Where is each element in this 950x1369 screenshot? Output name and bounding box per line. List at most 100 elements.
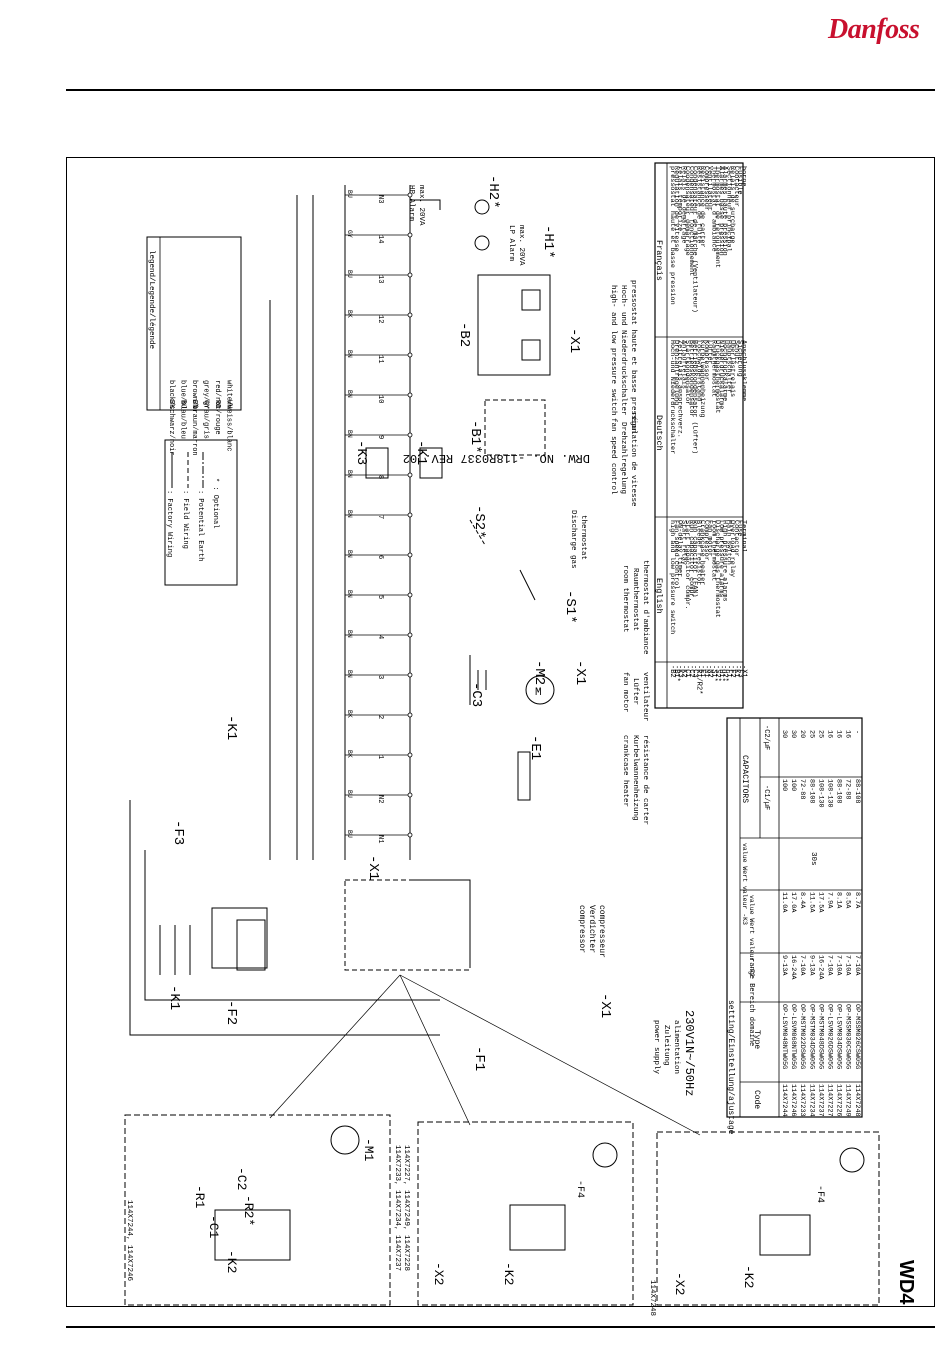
comp-header-french: Français (654, 240, 664, 281)
setting-range: 9-13A (780, 955, 788, 976)
comp-code: -E1 (698, 665, 706, 678)
setting-c1: 88-108 (853, 779, 861, 803)
comp-code: -X1 (739, 665, 747, 678)
variant-c-code: 114X7248 (648, 1280, 656, 1316)
terminal-wire-color: BK (346, 750, 353, 758)
legend-color-name: red/rot/rouge (213, 380, 221, 435)
designator-k1-aux: -K1 (223, 715, 239, 740)
variant-frame-a: 114X7244, 114X7246 -M1 -K2 -C1 -R1 -C2 -… (124, 1114, 391, 1306)
fan-speed-label-de: Drehzahlregelung (619, 422, 627, 494)
hp-lp-label-fr: pressostat haute et basse pression (629, 280, 637, 433)
setting-range: 7-10A (826, 955, 834, 976)
settings-title: setting/Einstellung/ajustage (726, 1000, 735, 1135)
comp-english: High pressure alarms (721, 520, 729, 602)
terminal-screw (407, 232, 413, 238)
terminal-wire-color: BN (346, 550, 353, 558)
drawing-frame (66, 157, 935, 1307)
setting-c2: 20 (798, 730, 806, 738)
comp-german: Schütz (732, 340, 740, 364)
designator-r1-a: -R1 (192, 1185, 207, 1209)
designator-c3: -C3 (468, 682, 484, 707)
compressor-label: compressor (577, 905, 586, 953)
terminal-wire-color: BU (346, 190, 353, 198)
terminal-label: 3 (376, 675, 384, 679)
hp-alarm-lamp (474, 199, 490, 215)
terminal-screw (407, 472, 413, 478)
comp-french: Compresseur (702, 166, 710, 211)
legend-color-code: BN (190, 400, 198, 408)
comp-german: Zeitrelais ansprechverz. (676, 340, 684, 438)
hp-alarm-rating: max. 20VA (417, 185, 425, 226)
pressure-switch-box (477, 274, 551, 376)
comp-german: Hoch-und Niederdruckschalter (668, 340, 676, 454)
setting-type: OP-MSTM034DSW05G (807, 1004, 815, 1069)
setting-c2: 30 (789, 730, 797, 738)
designator-k2-b: -K2 (501, 1262, 516, 1285)
comp-french: Condensateur de marche (Ventilateur) (691, 166, 699, 313)
variant-pointers (269, 974, 701, 1136)
room-thermostat-switch (519, 569, 536, 601)
comp-code: -M1 (702, 665, 710, 678)
terminal-wire-color: BK (346, 310, 353, 318)
terminal-label: 10 (376, 395, 384, 403)
setting-f2-value: 11.0A (780, 892, 788, 913)
setting-range: 7-10A (835, 955, 843, 976)
descriptive-labels: crankcase heater Kurbelwannenheizung rés… (407, 185, 680, 1075)
terminal-screw (407, 272, 413, 278)
comp-english: high and low pressure switch (668, 520, 676, 634)
designator-h1: -H1* (540, 225, 556, 259)
setting-c1: 100 (789, 779, 797, 791)
variant-a-code: 114X7244, 114X7246 (125, 1200, 133, 1282)
setting-c1: 100 (780, 779, 788, 791)
comp-english: Start relay (679, 520, 687, 565)
settings-k3-header: value Wert valeur -K3 (741, 843, 748, 925)
settings-type-header: Type (752, 1030, 761, 1049)
setting-range: 9-13A (807, 955, 815, 976)
lp-alarm-label: LP Alarm (507, 225, 515, 262)
terminal-screw (407, 672, 413, 678)
crankcase-label-en: crankcase heater (621, 735, 629, 807)
setting-code: 114X7248 (853, 1084, 861, 1117)
terminal-wire-color: GY (346, 230, 353, 238)
comp-code: -F1 (724, 665, 732, 678)
k3-value: 30s (809, 852, 817, 866)
setting-code: 114X7233 (798, 1084, 806, 1117)
comp-french: Condensateur fonctionnement (687, 166, 695, 276)
compressor-box: compressor Verdichter compresseur (344, 879, 606, 971)
comp-english: Contactor (732, 520, 740, 557)
comp-french: Contacteur (732, 166, 740, 207)
settings-code-header: Code (752, 1090, 761, 1109)
contactor-k1 (159, 907, 268, 975)
comp-german: Raumthermostat (709, 340, 717, 397)
terminal-screw (407, 752, 413, 758)
designator-m2: -M2 (531, 660, 547, 685)
compressor-label-de: Verdichter (587, 905, 596, 953)
legend-color-code: RD (213, 400, 221, 408)
setting-f2-value: 17.5A (816, 892, 824, 913)
designator-k2-c: -K2 (741, 1265, 756, 1288)
comp-english: Overload relay (728, 520, 736, 577)
comp-french: Alarmes basse pression (717, 166, 725, 256)
legend-color-name: grey/grau/gris (202, 380, 210, 439)
setting-code: 114X7227 (826, 1084, 834, 1117)
terminal-label: 5 (376, 595, 384, 599)
settings-table: setting/Einstellung/ajustage CAPACITORS … (726, 717, 863, 1135)
comp-german: Betriebskondensator (Lüfter) (691, 340, 699, 454)
supply-rating: 230V1N~/50Hz (682, 1010, 696, 1096)
terminal-screw (407, 432, 413, 438)
comp-english: Bleeder resistor (694, 520, 702, 585)
comp-english: Fuse (736, 520, 744, 536)
setting-f2-value: 17.0A (789, 892, 797, 913)
comp-code: -H1* (717, 665, 725, 682)
color-legend: legend/Legende/légende BKblack/schwarz/n… (146, 236, 242, 456)
setting-c2: 30 (780, 730, 788, 738)
lp-alarm-lamp (474, 235, 490, 251)
comp-french: Résistance de fuite (694, 166, 702, 244)
comp-english: Start capacitor compr. (683, 520, 691, 610)
comp-english: Low pressure alarms (717, 520, 725, 598)
comp-french: Fusible (736, 166, 744, 195)
supply-label-fr: alimentation (672, 1020, 680, 1074)
bus-wires (129, 195, 471, 1036)
